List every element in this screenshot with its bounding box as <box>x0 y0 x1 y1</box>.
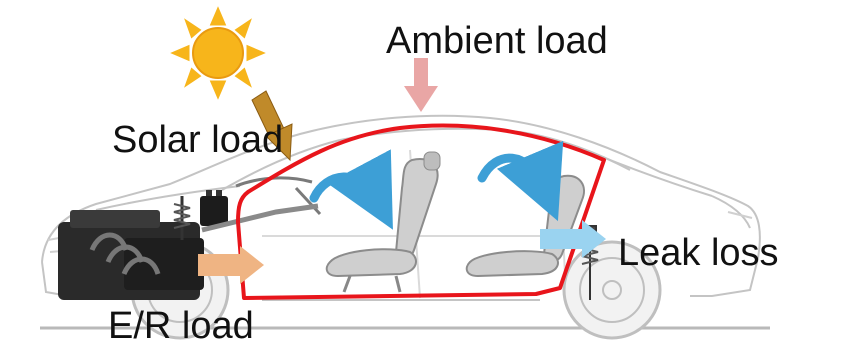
leak-loss-label: Leak loss <box>618 234 779 272</box>
ambient-load-label: Ambient load <box>386 22 608 60</box>
front-air-flow-arrow <box>314 177 376 198</box>
rear-air-flow-arrow <box>482 158 544 188</box>
sun-icon <box>174 10 262 96</box>
engine-icon <box>58 190 228 300</box>
ambient-load-arrow <box>404 58 438 112</box>
er-load-label: E/R load <box>108 307 254 345</box>
solar-load-label: Solar load <box>112 121 283 159</box>
rear-seat-icon <box>467 176 584 276</box>
